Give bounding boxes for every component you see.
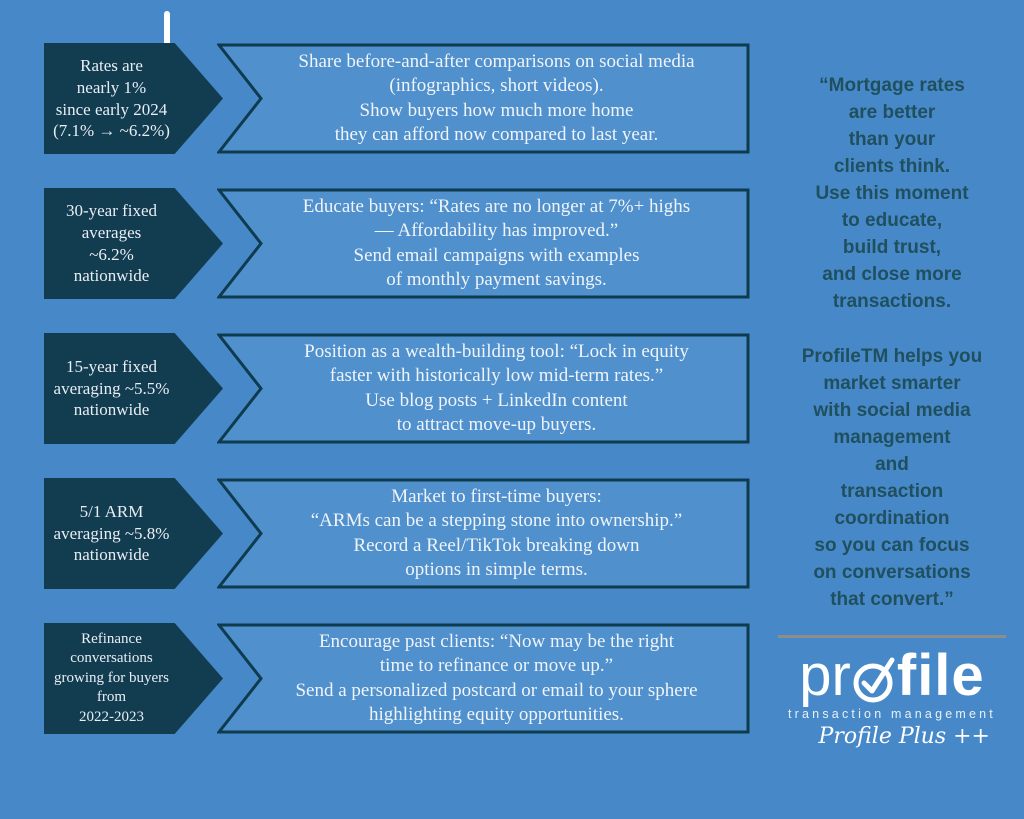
sidebar: “Mortgage rates are better than your cli… [768,0,1016,819]
stat-text: 5/1 ARM averaging ~5.8% nationwide [53,501,170,565]
rate-row: 5/1 ARM averaging ~5.8% nationwide Marke… [0,478,1024,589]
stat-text: 30-year fixed averages ~6.2% nationwide [65,201,158,286]
banner-shape [217,43,750,154]
tip-text: Position as a wealth-building tool: “Loc… [304,341,689,435]
check-circle-icon [853,657,895,703]
logo-tagline: Profile Plus ++ [818,724,990,749]
tip-text: Share before-and-after comparisons on so… [298,51,695,145]
profile-logo: pr file transaction management Profile P… [768,643,1016,750]
banner-shape [217,333,750,444]
logo-subtitle: transaction management [788,707,996,721]
logo-text-pre: pr [799,643,851,708]
banner-shape [217,478,750,589]
tip-banner: Market to first-time buyers: “ARMs can b… [217,478,750,589]
banner-shape [217,623,750,734]
banner-shape [217,188,750,299]
sidebar-quote-bottom: ProfileTM helps you market smarter with … [801,346,983,610]
tip-text: Market to first-time buyers: “ARMs can b… [310,486,683,580]
stat-arrow: 5/1 ARM averaging ~5.8% nationwide [44,478,223,589]
logo-wordmark: pr file [768,643,1016,705]
tip-banner: Educate buyers: “Rates are no longer at … [217,188,750,299]
tip-text: Educate buyers: “Rates are no longer at … [302,196,691,290]
rate-row: 30-year fixed averages ~6.2% nationwide … [0,188,1024,299]
stat-arrow: Refinance conversations growing for buye… [44,623,223,734]
rate-row: Refinance conversations growing for buye… [0,623,1024,734]
logo-divider [778,635,1006,638]
tip-banner: Encourage past clients: “Now may be the … [217,623,750,734]
logo-text-post: file [896,643,985,708]
stat-text: Refinance conversations growing for buye… [54,630,169,725]
tip-banner: Share before-and-after comparisons on so… [217,43,750,154]
rate-row: Rates are nearly 1% since early 2024 (7.… [0,43,1024,154]
stat-arrow: 30-year fixed averages ~6.2% nationwide [44,188,223,299]
stat-text: Rates are nearly 1% since early 2024 (7.… [53,56,170,141]
tip-text: Encourage past clients: “Now may be the … [295,631,698,725]
tip-banner: Position as a wealth-building tool: “Loc… [217,333,750,444]
rate-row: 15-year fixed averaging ~5.5% nationwide… [0,333,1024,444]
sidebar-quote-top: “Mortgage rates are better than your cli… [815,75,969,312]
stat-arrow: Rates are nearly 1% since early 2024 (7.… [44,43,223,154]
stat-arrow: 15-year fixed averaging ~5.5% nationwide [44,333,223,444]
stat-text: 15-year fixed averaging ~5.5% nationwide [53,356,170,420]
